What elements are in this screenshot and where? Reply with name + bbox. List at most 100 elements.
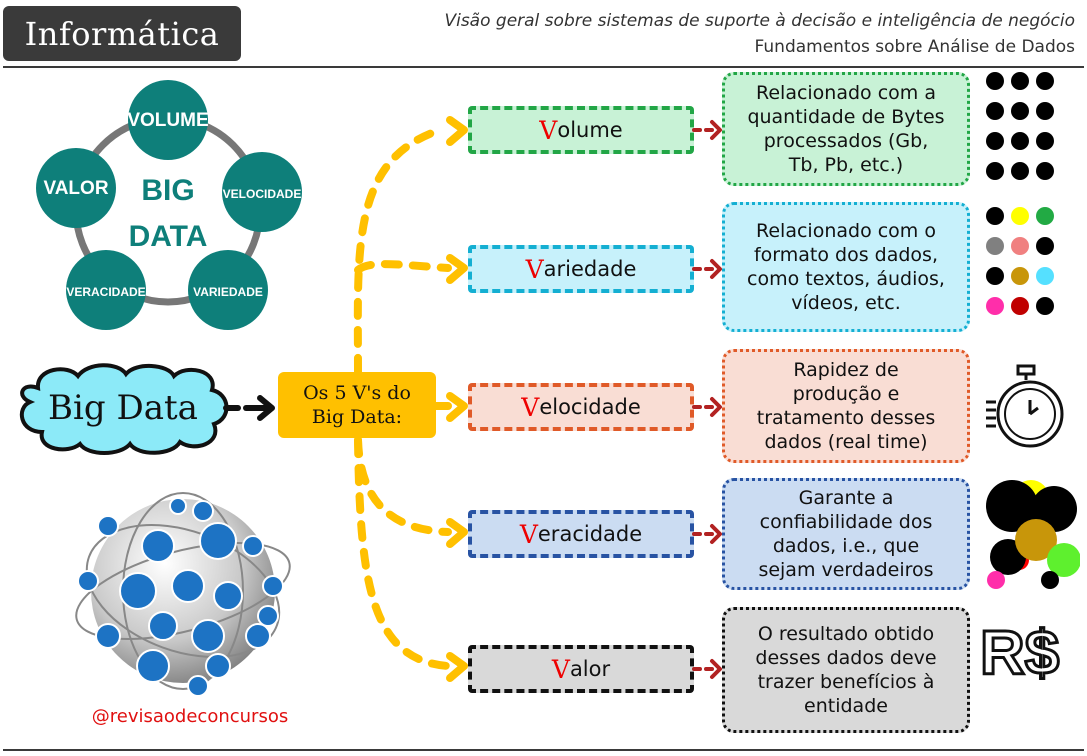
footer-divider <box>3 749 1084 751</box>
arrowhead-veracidade-icon <box>446 518 468 548</box>
network-node-icon <box>257 605 279 627</box>
header-divider <box>3 66 1084 68</box>
desc-line: dados, i.e., que <box>772 535 920 557</box>
dot <box>1036 132 1054 150</box>
dot <box>1036 162 1054 180</box>
dot <box>1036 267 1054 285</box>
veracity-bubbles-icon <box>986 480 1080 589</box>
wheel-node-valor: VALOR <box>36 148 116 228</box>
network-node-icon <box>199 522 237 560</box>
desc-volume: Relacionado com a quantidade de Bytes pr… <box>722 72 970 186</box>
stopwatch-icon <box>986 364 1064 448</box>
desc-veracidade: Garante a confiabilidade dos dados, i.e.… <box>722 478 970 590</box>
dot <box>986 132 1004 150</box>
desc-line: Relacionado com o <box>756 220 936 242</box>
network-node-icon <box>136 649 170 683</box>
network-globe-image <box>75 492 291 696</box>
watermark: @revisaodeconcursos <box>91 706 289 727</box>
v-initial: V <box>521 392 540 422</box>
network-node-icon <box>141 529 175 563</box>
network-node-icon <box>97 515 119 537</box>
network-node-icon <box>95 623 121 649</box>
desc-line: trazer benefícios à <box>757 671 935 693</box>
v-initial: V <box>519 519 538 549</box>
subject-title: Informática <box>3 6 241 61</box>
branch-to-veracidade <box>354 436 452 536</box>
network-node-icon <box>262 575 284 597</box>
v-initial: V <box>525 254 544 284</box>
wheel-node-volume: VOLUME <box>127 80 209 160</box>
desc-line: produção e <box>792 383 900 405</box>
dot <box>986 102 1004 120</box>
wheel-node-label: VOLUME <box>127 110 208 131</box>
v-initial: V <box>551 654 570 684</box>
dot <box>1011 162 1029 180</box>
wheel-node-label: VARIEDADE <box>193 285 263 299</box>
dot <box>1011 72 1029 90</box>
desc-line: formato dos dados, <box>753 244 938 266</box>
currency-icon: R$ <box>978 618 1060 690</box>
five-vs-hub: Os 5 V's do Big Data: <box>278 372 436 438</box>
desc-line: O resultado obtido <box>757 623 935 645</box>
arrowhead-velocidade-icon <box>446 392 468 422</box>
v-rest: ariedade <box>543 257 637 281</box>
desc-line: Garante a <box>798 487 894 509</box>
connector-volume-icon <box>710 120 722 140</box>
desc-line: como textos, áudios, <box>747 268 945 290</box>
desc-variedade: Relacionado com o formato dos dados, com… <box>722 202 970 332</box>
wheel-node-variedade: VARIEDADE <box>188 250 268 330</box>
branch-to-variedade <box>354 260 452 274</box>
dot <box>1036 237 1054 255</box>
dot <box>986 162 1004 180</box>
network-node-icon <box>169 497 187 515</box>
desc-line: dados (real time) <box>764 431 928 453</box>
network-node-icon <box>148 611 178 641</box>
dot <box>1011 102 1029 120</box>
wheel-center-big: BIG <box>141 174 194 207</box>
connector-valor-icon <box>710 659 722 679</box>
wheel-node-veracidade: VERACIDADE <box>66 250 146 330</box>
arrowhead-volume-icon <box>446 116 468 146</box>
subtitle: Visão geral sobre sistemas de suporte à … <box>444 8 1075 60</box>
desc-velocidade: Rapidez de produção e tratamento desses … <box>722 349 970 463</box>
network-node-icon <box>191 619 225 653</box>
desc-line: entidade <box>804 695 888 717</box>
desc-line: tratamento desses <box>756 407 936 429</box>
desc-line: processados (Gb, <box>763 130 929 152</box>
dot <box>1011 237 1029 255</box>
branch-to-volume <box>353 126 444 376</box>
hub-line-2: Big Data: <box>311 406 403 428</box>
network-node-icon <box>245 623 271 649</box>
subtitle-line-2: Fundamentos sobre Análise de Dados <box>754 37 1075 57</box>
dot <box>1011 267 1029 285</box>
network-node-icon <box>77 570 99 592</box>
wheel-node-velocidade: VELOCIDADE <box>222 152 302 232</box>
branch-arrows <box>353 116 468 682</box>
dot <box>986 72 1004 90</box>
wheel-node-label: VERACIDADE <box>66 285 145 299</box>
network-node-icon <box>119 572 157 610</box>
v-rest: alor <box>569 657 611 681</box>
arrowhead-valor-icon <box>446 652 468 682</box>
v-rest: eracidade <box>537 522 643 546</box>
dot <box>1036 72 1054 90</box>
v-initial: V <box>539 115 558 145</box>
connector-velocidade-icon <box>710 397 722 417</box>
desc-line: vídeos, etc. <box>791 292 901 314</box>
dot <box>986 237 1004 255</box>
wheel-node-label: VALOR <box>43 178 108 199</box>
arrowhead-variedade-icon <box>446 254 468 284</box>
dot <box>1011 207 1029 225</box>
wheel-node-label: VELOCIDADE <box>223 187 302 201</box>
desc-valor: O resultado obtido desses dados deve tra… <box>722 607 970 733</box>
network-node-icon <box>213 581 243 611</box>
dot <box>1011 297 1029 315</box>
v-rest: olume <box>557 118 623 142</box>
desc-line: Tb, Pb, etc.) <box>788 154 904 176</box>
desc-line: sejam verdadeiros <box>758 559 934 581</box>
network-node-icon <box>242 535 264 557</box>
hub-line-1: Os 5 V's do <box>303 382 411 404</box>
